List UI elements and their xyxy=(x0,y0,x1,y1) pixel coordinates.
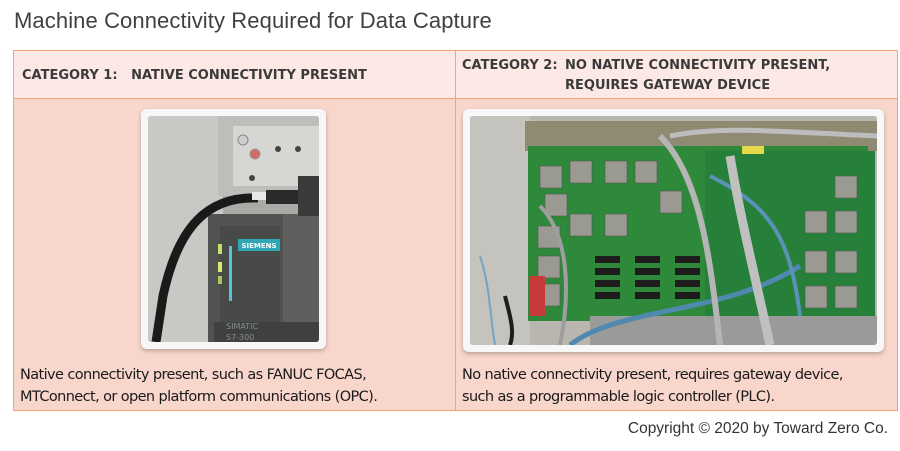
plc-photo-frame: SIEMENS SIMATIC S7-300 xyxy=(141,109,326,349)
copyright-notice: Copyright © 2020 by Toward Zero Co. xyxy=(627,420,888,437)
category-2-description-line-1: No native connectivity present, requires… xyxy=(462,367,843,383)
comparison-table: CATEGORY 1: NATIVE CONNECTIVITY PRESENT … xyxy=(13,50,898,411)
circuit-board-photo xyxy=(470,116,877,345)
category-1-description-line-2: MTConnect, or open platform communicatio… xyxy=(20,389,378,405)
category-1-description-line-1: Native connectivity present, such as FAN… xyxy=(20,367,367,383)
circuit-board-image-icon xyxy=(470,116,877,345)
category-2-label: CATEGORY 2: xyxy=(462,58,558,73)
page-title: Machine Connectivity Required for Data C… xyxy=(14,8,492,33)
category-1-heading: CATEGORY 1: NATIVE CONNECTIVITY PRESENT xyxy=(22,68,367,83)
plc-image-icon: SIEMENS SIMATIC S7-300 xyxy=(148,116,319,342)
header-category-1: CATEGORY 1: NATIVE CONNECTIVITY PRESENT xyxy=(14,51,456,99)
svg-text:SIEMENS: SIEMENS xyxy=(241,242,276,250)
category-2-description-line-2: such as a programmable logic controller … xyxy=(462,389,775,405)
category-2-title-line-2: REQUIRES GATEWAY DEVICE xyxy=(565,78,771,93)
category-1-title: NATIVE CONNECTIVITY PRESENT xyxy=(131,68,367,83)
category-2-description: No native connectivity present, requires… xyxy=(462,364,843,408)
siemens-plc-photo: SIEMENS SIMATIC S7-300 xyxy=(148,116,319,342)
category-2-title-line-1: NO NATIVE CONNECTIVITY PRESENT, xyxy=(565,58,831,73)
header-category-2: CATEGORY 2: NO NATIVE CONNECTIVITY PRESE… xyxy=(456,51,897,99)
circuit-board-photo-frame xyxy=(463,109,884,352)
category-1-label: CATEGORY 1: xyxy=(22,68,118,83)
body-category-2: No native connectivity present, requires… xyxy=(456,99,897,410)
body-category-1: SIEMENS SIMATIC S7-300 Native connectivi… xyxy=(14,99,456,410)
svg-text:SIMATIC: SIMATIC xyxy=(226,322,258,331)
svg-text:S7-300: S7-300 xyxy=(226,333,254,342)
category-1-description: Native connectivity present, such as FAN… xyxy=(20,364,378,408)
